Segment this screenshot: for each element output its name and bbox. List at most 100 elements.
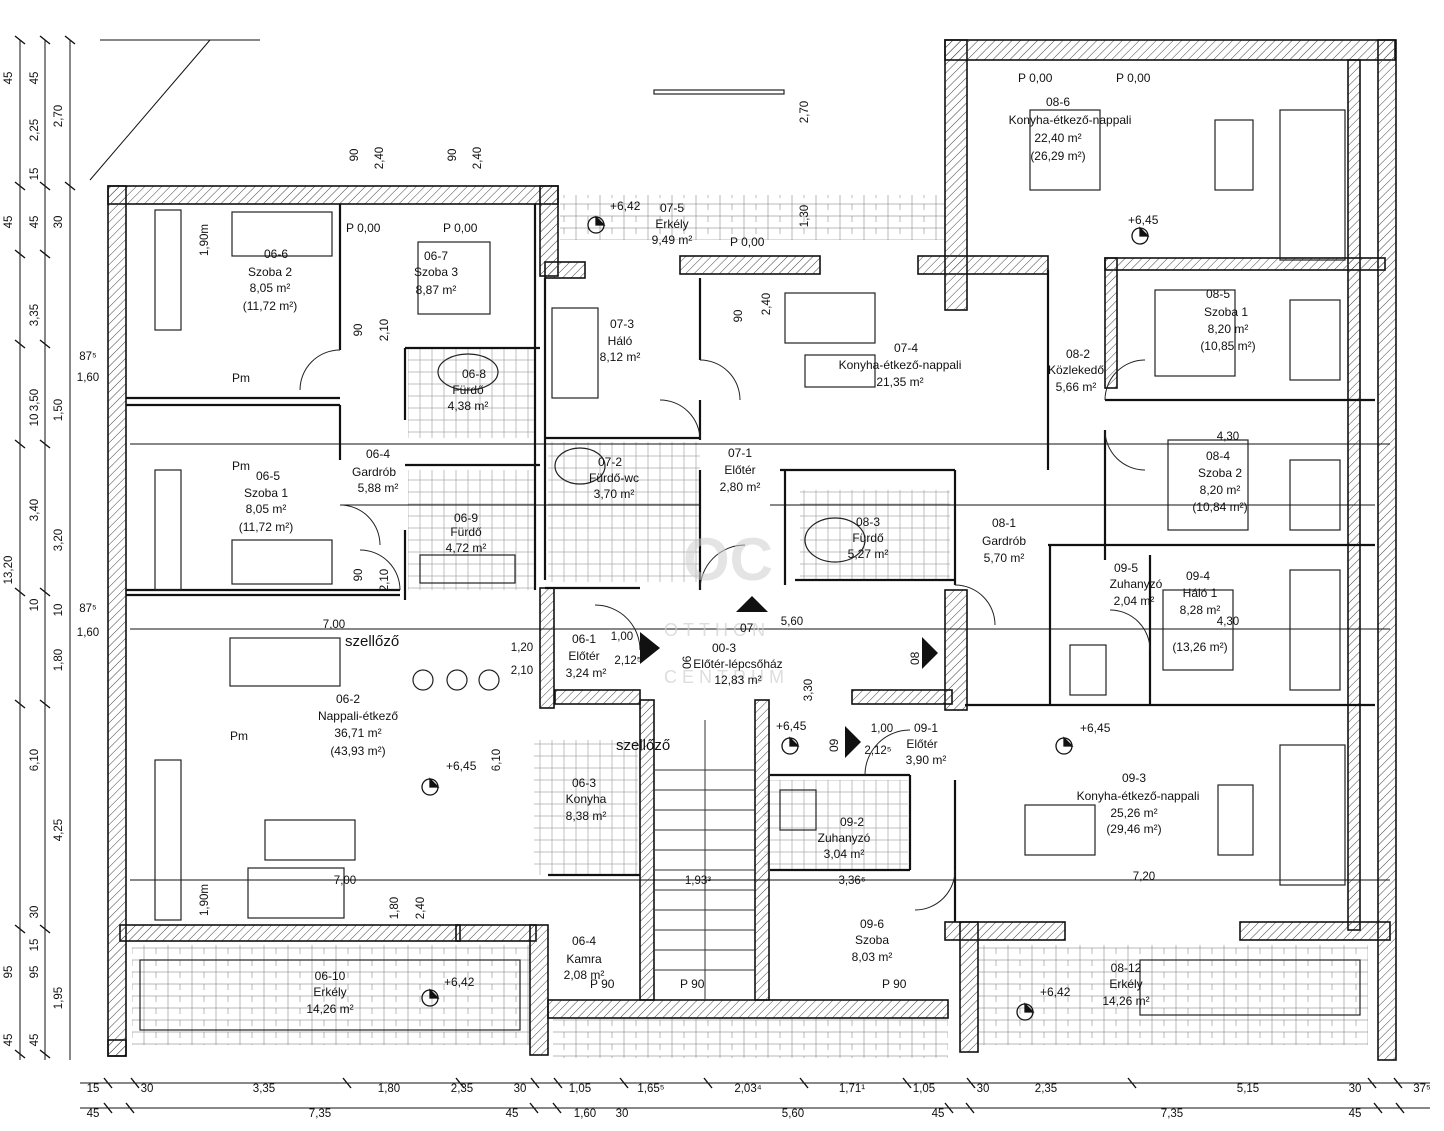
entrance-label: 08 bbox=[908, 651, 922, 665]
dim-label: 2,40 bbox=[761, 293, 773, 315]
room-area-gross: (11,72 m²) bbox=[239, 520, 293, 534]
threshold-level: P 0,00 bbox=[1018, 71, 1053, 85]
watermark-text-2: CENTRUM bbox=[664, 667, 789, 687]
room-area: 36,71 m² bbox=[334, 726, 381, 740]
room-area-gross: (43,93 m²) bbox=[330, 744, 385, 758]
room-name: Fürdő bbox=[450, 525, 482, 539]
room-area-gross: (11,72 m²) bbox=[243, 299, 297, 313]
dim-label: 4,25 bbox=[53, 819, 65, 841]
dim-label: 1,20 bbox=[511, 642, 533, 654]
dim-label: 15 bbox=[29, 168, 41, 181]
room-name: Fürdő bbox=[852, 531, 884, 545]
room-area: 8,38 m² bbox=[566, 809, 607, 823]
room-id: 06-5 bbox=[256, 469, 280, 483]
room-name: Konyha-étkező-nappali bbox=[1077, 789, 1200, 803]
room-area: 8,03 m² bbox=[852, 950, 893, 964]
dim-label: 2,25 bbox=[29, 119, 41, 141]
dim-label: 30 bbox=[53, 216, 65, 229]
level-markers bbox=[421, 215, 1150, 1021]
room-area: 25,26 m² bbox=[1110, 806, 1157, 820]
room-id: 06-4 bbox=[572, 934, 596, 948]
dim-label: 1,05 bbox=[569, 1083, 591, 1095]
threshold-level: P 0,00 bbox=[1116, 71, 1151, 85]
dim-label: 2,03⁴ bbox=[734, 1083, 761, 1095]
dim-label: 15 bbox=[87, 1083, 100, 1095]
watermark-text-1: OTTHON bbox=[664, 620, 770, 640]
room-area: 8,05 m² bbox=[250, 281, 291, 295]
room-area: 2,04 m² bbox=[1114, 594, 1155, 608]
dim-label: 1,60 bbox=[77, 372, 99, 384]
dim-label: 1,93³ bbox=[685, 875, 711, 887]
dim-label: 4,30 bbox=[1217, 431, 1239, 443]
level-label: +6,45 bbox=[446, 759, 477, 773]
dim-label: 7,00 bbox=[334, 875, 356, 887]
dim-label: 95 bbox=[29, 966, 41, 979]
dim-label: 90 bbox=[733, 310, 745, 323]
room-id: 06-4 bbox=[366, 447, 390, 461]
ventilation-label: szellőző bbox=[345, 633, 399, 650]
room-area: 8,05 m² bbox=[246, 502, 287, 516]
room-name: Előtér-lépcsőház bbox=[693, 657, 782, 671]
room-id: 08-6 bbox=[1046, 95, 1070, 109]
room-id: 09-2 bbox=[840, 815, 864, 829]
dim-label: 2,40 bbox=[472, 147, 484, 169]
room-name: Erkély bbox=[313, 985, 346, 999]
dim-label: 2,40 bbox=[415, 897, 427, 919]
dim-label: 5,60 bbox=[781, 616, 803, 628]
room-area: 9,49 m² bbox=[652, 233, 693, 247]
dim-label: 2,10 bbox=[379, 569, 391, 591]
room-area-gross: (29,46 m²) bbox=[1106, 822, 1161, 836]
dim-label: 3,36⁶ bbox=[838, 875, 865, 887]
entrance-label: 07 bbox=[740, 621, 754, 635]
dimension-ticks bbox=[14, 35, 1405, 1114]
level-label: +6,42 bbox=[610, 199, 641, 213]
room-area: 8,20 m² bbox=[1200, 483, 1241, 497]
dim-label: 2,10 bbox=[511, 665, 533, 677]
room-id: 08-4 bbox=[1206, 449, 1230, 463]
dim-label: 7,00 bbox=[323, 619, 345, 631]
dim-label: 3,20 bbox=[53, 529, 65, 551]
dim-label: 6,10 bbox=[29, 749, 41, 771]
room-name: Előtér bbox=[906, 737, 937, 751]
room-name: Nappali-étkező bbox=[318, 709, 398, 723]
room-id: 06-3 bbox=[572, 776, 596, 790]
room-name: Előtér bbox=[568, 649, 599, 663]
dim-label: 3,50 bbox=[29, 389, 41, 411]
dim-label: 45 bbox=[29, 1034, 41, 1047]
dim-label: 45 bbox=[3, 1034, 15, 1047]
room-name: Konyha bbox=[566, 792, 607, 806]
room-id: 06-1 bbox=[572, 632, 596, 646]
dim-label: 45 bbox=[87, 1108, 100, 1120]
room-id: 08-5 bbox=[1206, 287, 1230, 301]
misc-labels: szellőző szellőző P 0,00 P 0,00 P 0,00 P… bbox=[230, 71, 1159, 999]
dim-label: 10 bbox=[29, 599, 41, 612]
dim-label: 1,80 bbox=[53, 649, 65, 671]
room-name: Erkély bbox=[655, 217, 688, 231]
dim-label: 30 bbox=[616, 1108, 629, 1120]
level-label: +6,42 bbox=[1040, 985, 1071, 999]
dim-label: 1,95 bbox=[53, 987, 65, 1009]
lift-label: Pm bbox=[232, 371, 250, 385]
watermark-logo: OC bbox=[683, 526, 773, 593]
room-name: Szoba 2 bbox=[248, 265, 292, 279]
room-area-gross: (26,29 m²) bbox=[1030, 149, 1085, 163]
dim-label: 1,80 bbox=[378, 1083, 400, 1095]
room-name: Háló bbox=[608, 334, 633, 348]
dim-label: 30 bbox=[1349, 1083, 1362, 1095]
dim-label: 30 bbox=[141, 1083, 154, 1095]
dim-label: 2,12⁵ bbox=[864, 745, 891, 757]
room-area: 14,26 m² bbox=[306, 1002, 353, 1016]
room-name: Előtér bbox=[724, 463, 755, 477]
room-area: 4,38 m² bbox=[448, 399, 489, 413]
room-area: 8,28 m² bbox=[1180, 603, 1221, 617]
room-area: 3,70 m² bbox=[594, 487, 635, 501]
room-id: 06-9 bbox=[454, 511, 478, 525]
bottom-dimensions-2: 45 7,35 45 1,60 30 5,60 45 7,35 45 bbox=[87, 1108, 1362, 1120]
room-id: 06-7 bbox=[424, 249, 448, 263]
room-area: 2,08 m² bbox=[564, 968, 605, 982]
room-area: 8,12 m² bbox=[600, 350, 641, 364]
dim-label: 2,70 bbox=[799, 101, 811, 123]
dim-label: 45 bbox=[3, 216, 15, 229]
stair-treads bbox=[655, 720, 755, 1000]
entrance-label: 09 bbox=[827, 738, 841, 752]
